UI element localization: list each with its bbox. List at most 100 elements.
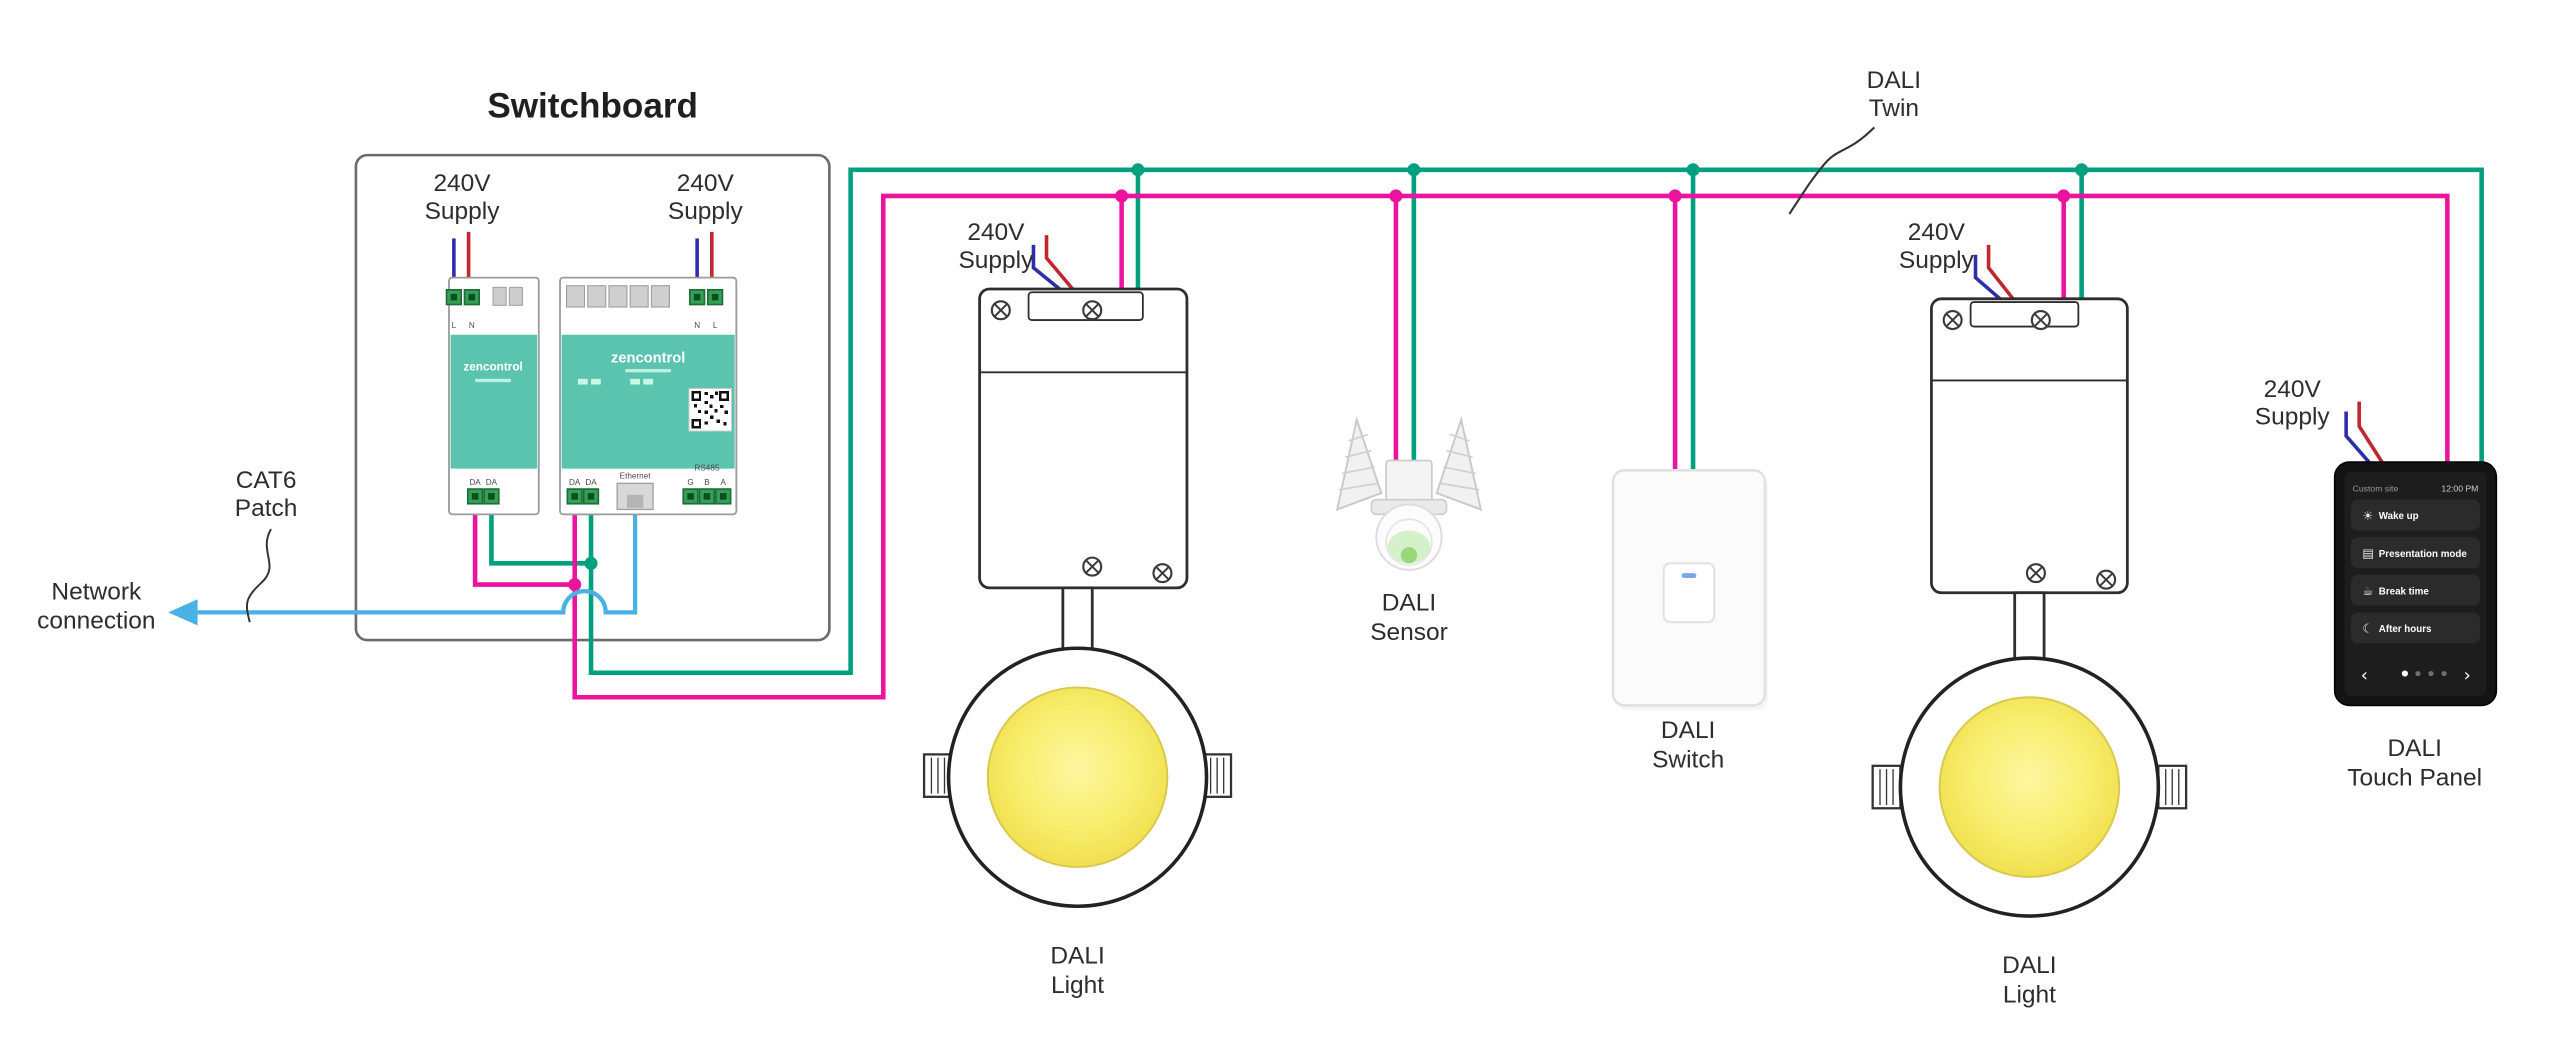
screw-icon [1942,310,1963,331]
svg-text:Network: Network [51,578,142,605]
terminal-label: G [687,478,693,487]
panel-next-icon[interactable]: › [2464,665,2471,686]
svg-text:DALI: DALI [1661,717,1715,744]
panel-scene-presentation-mode[interactable]: ▤ Presentation mode [2351,537,2480,569]
svg-text:Supply: Supply [1899,247,1975,274]
network-cable [197,509,638,615]
screw-icon [2030,310,2051,331]
controller-status-leds [577,378,654,385]
sensor-spring-right [1435,415,1483,511]
label-dali-switch: DALI Switch [1652,717,1724,773]
label-dali-touch-panel: DALI Touch Panel [2347,735,2482,791]
svg-text:Twin: Twin [1869,95,1919,122]
after-hours-icon: ☾ [2362,622,2373,636]
label-240v-supply-light-1: 240V Supply [958,219,1034,274]
scene-label: Break time [2379,586,2430,597]
svg-text:Supply: Supply [2255,404,2331,431]
terminal-label: DA [585,478,597,487]
label-240v-supply-controller: 240V Supply [668,170,744,225]
terminal-label: N [694,321,700,330]
terminal-label: B [704,478,710,487]
switch-button [1662,562,1716,624]
presentation-icon: ▤ [2362,547,2374,561]
svg-text:DALI: DALI [2002,952,2056,979]
label-240v-supply-psu: 240V Supply [425,170,501,225]
svg-text:DALI: DALI [1867,67,1921,94]
svg-text:Light: Light [2003,982,2056,1009]
svg-text:DALI: DALI [1382,590,1436,617]
diagram-title: Switchboard [487,87,698,126]
svg-text:Supply: Supply [958,247,1034,274]
panel-scene-wake-up[interactable]: ☀ Wake up [2351,499,2480,531]
terminal-icon [682,488,699,505]
break-time-icon: ☕ [2362,584,2373,598]
cat6-callout-line [245,528,272,623]
svg-text:Light: Light [1051,972,1104,999]
screw-icon [1082,300,1103,321]
label-dali-sensor: DALI Sensor [1370,590,1448,646]
terminal-label: DA [569,478,581,487]
svg-text:CAT6: CAT6 [236,467,297,494]
svg-text:240V: 240V [1908,219,1966,246]
switch-led-icon [1681,573,1697,579]
svg-text:DALI: DALI [1050,942,1104,969]
terminal-label: DA [469,478,481,487]
screw-icon [990,300,1011,321]
psu-brand: zencontrol [463,361,522,374]
terminal-label: N [469,321,475,330]
zencontrol-controller-device: N L zencontrol DA [559,276,738,516]
svg-text:Supply: Supply [425,198,501,225]
svg-text:240V: 240V [433,170,491,197]
svg-text:Sensor: Sensor [1370,619,1448,646]
dali-bus-2-drops [1119,195,2066,474]
network-arrow-icon [168,599,198,626]
lamp-stem [1061,586,1094,655]
svg-text:240V: 240V [967,219,1025,246]
downlight-lamp [1938,696,2121,878]
sensor-lens-icon [1400,547,1418,564]
svg-text:Patch: Patch [235,495,298,522]
dali-bus-1-junctions [584,163,2089,570]
screw-icon [1082,556,1103,577]
dali-light-1 [922,287,1233,909]
terminal-icon [698,488,716,505]
label-240v-supply-light-2: 240V Supply [1899,219,1975,274]
panel-prev-icon[interactable]: ‹ [2361,665,2368,686]
panel-scene-break-time[interactable]: ☕ Break time [2351,574,2480,606]
dali-light-2 [1871,297,2188,918]
terminal-label: DA [486,478,498,487]
terminal-icon [463,289,481,306]
dali-switch [1611,469,1769,711]
dali-bus-1-drops [1135,169,2084,474]
panel-scene-after-hours[interactable]: ☾ After hours [2351,612,2480,644]
terminal-icon [582,488,600,505]
wake-up-icon: ☀ [2362,509,2373,523]
qr-code [688,388,732,432]
label-network-connection: Network connection [37,578,155,634]
led-driver-1 [978,287,1189,590]
dali-bus-wire-2 [472,193,2450,700]
led-driver-2 [1930,297,2129,595]
svg-text:240V: 240V [677,170,735,197]
terminal-icon [715,488,732,505]
sensor-body [1385,459,1433,504]
controller-subtext-line [625,369,672,373]
panel-page-dots [2401,670,2447,677]
dali-bus-2-junctions [568,189,2071,592]
terminal-icon [566,488,583,505]
lamp-stem [2013,591,2046,663]
ethernet-label: Ethernet [620,471,652,480]
label-cat6-patch: CAT6 Patch [235,467,298,522]
mounting-clip-icon [1871,764,1902,810]
psu-subtext-line [475,378,512,383]
terminal-icon [466,488,484,505]
terminal-label: L [713,321,718,330]
panel-site-name: Custom site [2353,483,2399,493]
svg-text:Touch Panel: Touch Panel [2347,764,2482,791]
rs485-label: RS485 [694,463,719,472]
terminal-icon [483,488,500,505]
svg-text:240V: 240V [2264,376,2322,403]
downlight-lamp [986,686,1169,869]
dali-bus-wire-1 [489,167,2484,676]
svg-text:connection: connection [37,608,155,635]
